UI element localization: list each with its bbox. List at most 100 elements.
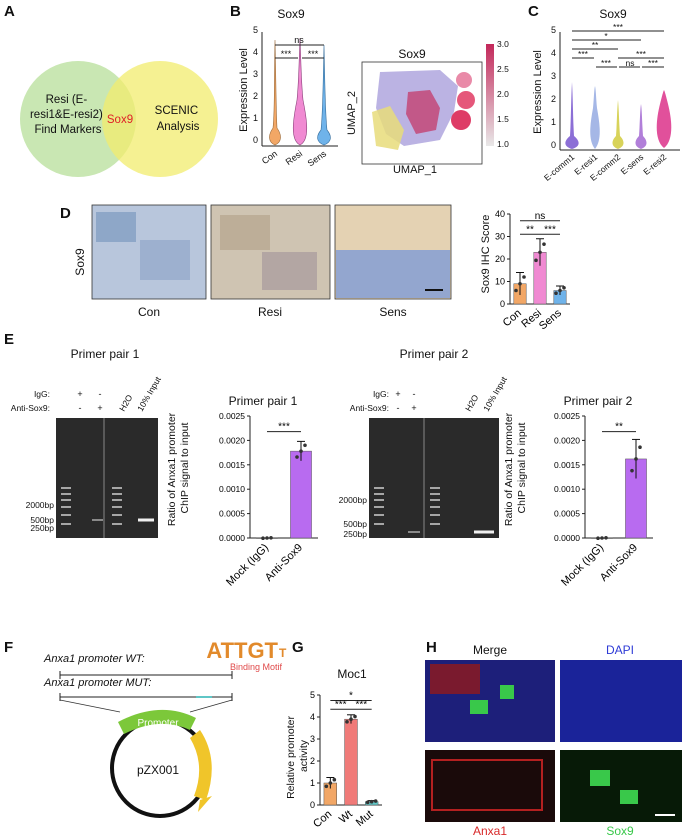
ihc-row-label: Sox9 [73, 248, 87, 276]
gel1-lane-input: 10% Input [135, 374, 163, 413]
violin-c-yticks: 0 1 2 3 4 5 [551, 25, 556, 150]
panel-f: F ATTGT T Binding Motif Anxa1 promoter W… [4, 638, 287, 818]
panel-letter-h: H [426, 639, 437, 656]
data-point [324, 784, 329, 789]
panel-e: E Primer pair 1 IgG: Anti-Sox9: + - - + … [4, 331, 653, 589]
ladder-label: 2000bp [26, 500, 55, 510]
data-point [604, 535, 608, 540]
h-texture [430, 664, 480, 694]
gel1-mark: + [77, 389, 82, 399]
data-point [265, 536, 269, 540]
sig-label: ** [526, 224, 534, 235]
sig-label: *** [355, 699, 367, 710]
ytick: 4 [253, 47, 258, 57]
data-point [269, 535, 273, 540]
gel1-title: Primer pair 1 [71, 347, 140, 361]
sig-label: *** [648, 58, 659, 68]
data-point [349, 717, 353, 721]
chart-e1-ylabel: Ratio of Anxa1 promoter ChIP signal to i… [166, 410, 191, 526]
h-label-sox9: Sox9 [606, 824, 634, 838]
umap-cluster-red [406, 90, 440, 134]
data-point [534, 258, 538, 263]
ytick: 1 [253, 113, 258, 123]
data-point [299, 449, 303, 453]
gel2-mark: - [413, 389, 416, 399]
promoter-segment [118, 709, 196, 734]
panel-c: C Sox9 Expression Level 0 1 2 3 4 5 *** … [528, 3, 680, 183]
gel1-image [56, 418, 158, 538]
gel2-mark: + [411, 403, 416, 413]
panel-b: B Sox9 Expression Level 0 1 2 3 4 5 ns *… [230, 3, 509, 176]
chart-g-title: Moc1 [337, 667, 367, 681]
cbar-tick: 2.0 [497, 89, 509, 99]
chart-e2: 0.00000.00050.00100.00150.00200.0025Mock… [554, 411, 653, 589]
panel-letter-d: D [60, 205, 71, 222]
violin-eresi2 [656, 90, 672, 148]
y-tick-label: 0.0000 [219, 533, 245, 543]
data-point [522, 275, 526, 279]
umap-blob-2 [457, 91, 475, 109]
umap-colorbar [486, 44, 494, 146]
y-tick-label: 0.0010 [219, 484, 245, 494]
sig-label: *** [613, 22, 624, 32]
violin-b-yticks: 0 1 2 3 4 5 [253, 25, 258, 145]
sig-label: *** [578, 49, 589, 59]
data-point [538, 250, 542, 255]
gel1-mark: - [79, 403, 82, 413]
panel-letter-g: G [292, 639, 304, 656]
data-point [518, 281, 522, 286]
x-tick-label: Con [501, 307, 524, 329]
sig-label: * [604, 31, 608, 41]
h-texture [431, 759, 543, 811]
x-tick-label: Mut [354, 808, 376, 829]
gel2-ladder [374, 487, 440, 525]
violin-ecomm1 [565, 82, 579, 149]
guide-line [59, 699, 121, 713]
cbar-tick: 2.5 [497, 64, 509, 74]
violin-c-ylabel: Expression Level [532, 50, 544, 134]
panel-h: H Merge DAPI Anxa1 Sox9 [425, 639, 682, 838]
y-tick-label: 0.0020 [554, 435, 580, 445]
sig-label: * [349, 691, 353, 702]
umap-cluster-yellow [372, 106, 404, 150]
sig-label: ns [535, 211, 546, 222]
y-tick-label: 20 [495, 254, 505, 264]
ytick: 4 [551, 48, 556, 58]
h-label-anxa1: Anxa1 [473, 824, 507, 838]
x-tick-label: Sens [537, 307, 564, 333]
y-tick-label: 0.0025 [219, 411, 245, 421]
ladder-label: 250bp [30, 523, 54, 533]
data-point [596, 536, 600, 541]
fluc-segment [190, 730, 212, 800]
promoter-wt-label: Anxa1 promoter WT: [43, 653, 145, 665]
x-tick-label: Anti-Sox9 [598, 542, 640, 584]
violin-con [269, 39, 281, 146]
h-texture [620, 790, 638, 804]
ladder-label: 500bp [30, 515, 54, 525]
h-label-merge: Merge [473, 643, 507, 657]
data-point [332, 777, 337, 782]
ytick: 2 [551, 94, 556, 104]
violin-esens [635, 104, 647, 149]
sig-label: ns [626, 58, 635, 68]
ytick: 0 [551, 140, 556, 150]
motif-logo-tail: T [279, 646, 287, 660]
y-tick-label: 40 [495, 209, 505, 219]
sig-label: *** [636, 49, 647, 59]
promoter-mut-label: Anxa1 promoter MUT: [43, 677, 151, 689]
gel2-ladder-labels: 2000bp 500bp 250bp [339, 495, 368, 539]
data-point [345, 720, 349, 724]
y-tick-label: 10 [495, 277, 505, 287]
chart-g-ylabel: Relative promoter activity [285, 713, 310, 799]
gel2-mark: + [395, 389, 400, 399]
umap-colorbar-ticks: 3.0 2.5 2.0 1.5 1.0 [497, 39, 509, 149]
ytick: 1 [551, 117, 556, 127]
panel-letter-f: F [4, 639, 13, 656]
xtick: Sens [306, 148, 329, 168]
xtick: Resi [284, 148, 304, 167]
xtick: E-resi2 [641, 152, 668, 177]
gel1-ladder-labels: 2000bp 500bp 250bp [26, 500, 55, 533]
violin-ecomm2 [612, 100, 624, 149]
